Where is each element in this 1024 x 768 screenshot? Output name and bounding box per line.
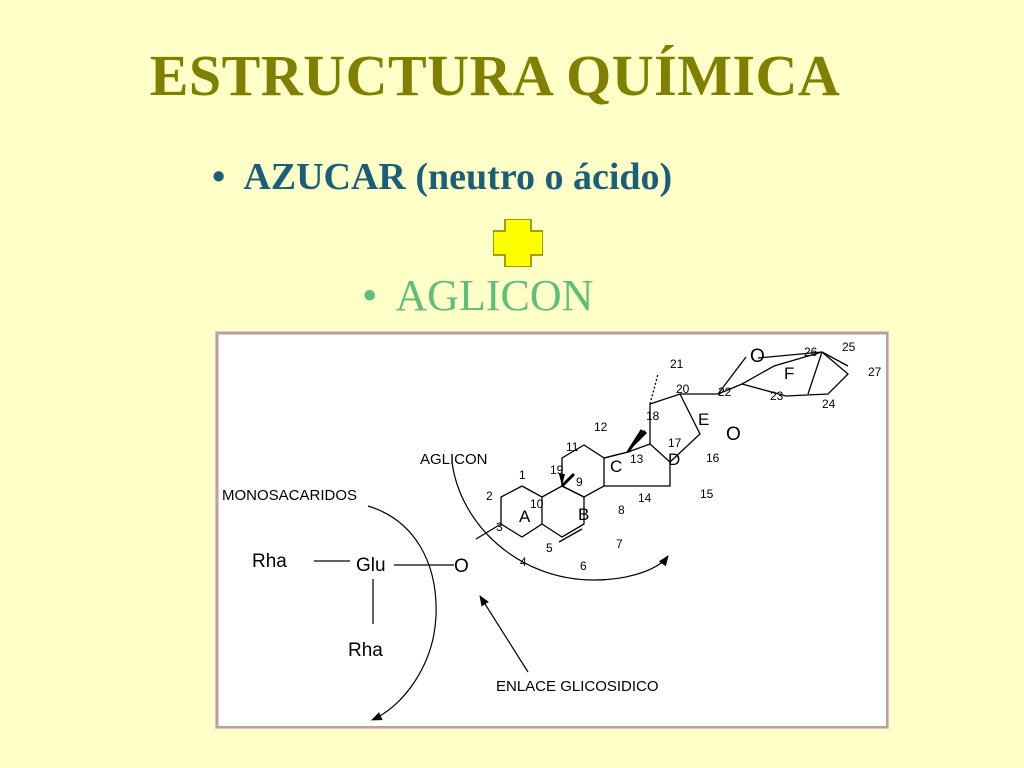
atom-number: 25 xyxy=(842,340,856,354)
caption-aglicon: AGLICON xyxy=(420,451,488,468)
atom-number: 18 xyxy=(646,409,660,423)
atom-number: 10 xyxy=(530,497,544,511)
atom-number: 15 xyxy=(700,487,714,501)
atom-number: 24 xyxy=(822,397,836,411)
atom-number: 13 xyxy=(630,452,644,466)
sugar-bonds xyxy=(314,560,454,624)
ring-label-c: C xyxy=(610,457,622,476)
atom-number: 16 xyxy=(706,451,720,465)
atom-number: 22 xyxy=(718,385,732,399)
atom-number: 20 xyxy=(676,382,690,396)
atom-number: 19 xyxy=(550,463,564,477)
ring-label-e: E xyxy=(698,410,709,429)
ring-oxygen-f: O xyxy=(750,346,765,367)
ring-label-f: F xyxy=(784,364,794,383)
bullet-azucar-text: AZUCAR (neutro o ácido) xyxy=(243,156,673,198)
atom-number: 12 xyxy=(594,420,608,434)
atom-number: 23 xyxy=(770,389,784,403)
atom-number: 14 xyxy=(638,491,652,505)
caption-monosacaridos: MONOSACARIDOS xyxy=(222,487,357,504)
ring-label-d: D xyxy=(668,450,680,469)
atom-number: 5 xyxy=(546,541,553,555)
structure-svg: AGLICON MONOSACARIDOS ENLACE GLICOSIDICO… xyxy=(222,340,882,721)
bullet-aglicon: • AGLICON xyxy=(362,270,593,321)
atom-number: 17 xyxy=(668,436,682,450)
atom-number: 9 xyxy=(576,475,583,489)
atom-number: 3 xyxy=(496,520,503,534)
atom-number: 4 xyxy=(520,555,527,569)
bullet-marker: • xyxy=(362,271,378,320)
sugar-rha-left: Rha xyxy=(252,551,287,572)
methyl-19-wedge xyxy=(559,474,565,486)
atom-number: 26 xyxy=(804,345,818,359)
slide-title: ESTRUCTURA QUÍMICA xyxy=(149,43,841,108)
atom-number: 1 xyxy=(519,468,526,482)
bullet-azucar: • AZUCAR (neutro o ácido) xyxy=(212,155,672,199)
atom-numbers: 1 2 3 4 5 6 7 8 9 10 11 12 13 14 15 16 1… xyxy=(486,340,882,573)
bullet-aglicon-text: AGLICON xyxy=(395,271,594,320)
ring-oxygen-e: O xyxy=(726,424,741,445)
bullet-marker: • xyxy=(212,156,226,198)
atom-number: 7 xyxy=(616,537,623,551)
atom-number: 21 xyxy=(670,357,684,371)
methyl-18-bond xyxy=(626,429,644,453)
atom-number: 6 xyxy=(580,559,587,573)
atom-number: 8 xyxy=(618,503,625,517)
atom-number: 11 xyxy=(566,440,579,454)
methyl-19-bond xyxy=(560,472,576,488)
annotation-arrows xyxy=(367,461,669,721)
plus-icon xyxy=(493,219,543,267)
sugar-glu: Glu xyxy=(356,555,386,576)
glycosidic-oxygen: O xyxy=(454,556,469,577)
ring-label-b: B xyxy=(578,505,589,524)
sugar-rha-bottom: Rha xyxy=(348,640,383,661)
atom-number: 27 xyxy=(868,365,882,379)
ring-label-a: A xyxy=(519,507,531,526)
atom-number: 2 xyxy=(486,489,493,503)
caption-enlace-glicosidico: ENLACE GLICOSIDICO xyxy=(496,678,659,695)
saponin-structure-diagram: AGLICON MONOSACARIDOS ENLACE GLICOSIDICO… xyxy=(216,332,888,728)
